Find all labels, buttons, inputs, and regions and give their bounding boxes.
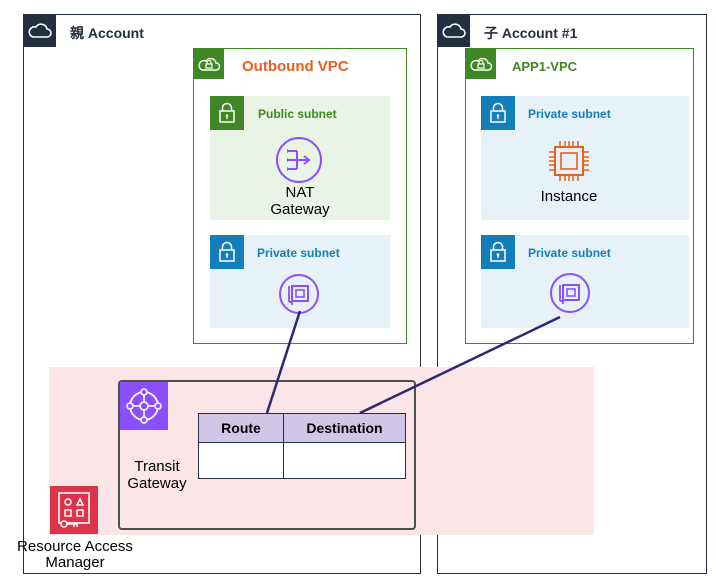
private-subnet-label: Private subnet [528,246,611,260]
outbound-vpc-label: Outbound VPC [242,58,349,75]
resource-access-manager-icon [50,486,98,534]
private-subnet-label: Private subnet [528,107,611,121]
public-subnet: Public subnet NAT Gateway [210,96,390,220]
route-table: Route Destination [198,413,406,479]
padlock-icon [210,96,244,130]
nat-gateway-icon [275,136,323,184]
vpc-cloud-lock-icon [194,49,224,79]
private-subnet-app-bottom: Private subnet [481,235,689,328]
ram-line-1: Resource Access [17,538,133,555]
cloud-icon [24,15,56,47]
transit-gateway-box [118,380,416,530]
ec2-instance-chip-icon [546,138,592,184]
connector-app-eni [359,315,561,415]
cloud-icon [438,15,470,47]
tgw-line-2: Gateway [127,475,187,492]
tgw-line-1: Transit [134,458,180,475]
private-subnet-label: Private subnet [257,246,340,260]
app1-vpc-group: APP1-VPC [465,48,694,344]
private-subnet-app-top: Private subnet Instance [481,96,689,220]
public-subnet-label: Public subnet [258,107,337,121]
network-interface-icon [549,272,591,314]
ram-caption: Resource Access Manager [0,539,150,571]
padlock-icon [210,235,244,269]
destination-header: Destination [283,413,406,443]
nat-line-1: NAT [285,184,315,201]
outbound-vpc-group: Outbound VPC [193,48,407,344]
route-cell [198,442,284,479]
instance-caption: Instance [540,188,598,205]
destination-cell [283,442,406,479]
padlock-icon [481,96,515,130]
connector-outbound-eni [265,310,302,414]
child-account-label: 子 Account #1 [484,25,578,41]
vpc-cloud-lock-icon [466,49,496,79]
nat-gateway-caption: NAT Gateway [250,184,350,218]
transit-gateway-icon [120,382,168,430]
nat-line-2: Gateway [270,201,330,218]
parent-account-label: 親 Account [70,25,144,41]
app1-vpc-label: APP1-VPC [512,59,578,74]
padlock-icon [481,235,515,269]
transit-gateway-caption: Transit Gateway [117,458,197,492]
ram-line-2: Manager [45,554,105,571]
